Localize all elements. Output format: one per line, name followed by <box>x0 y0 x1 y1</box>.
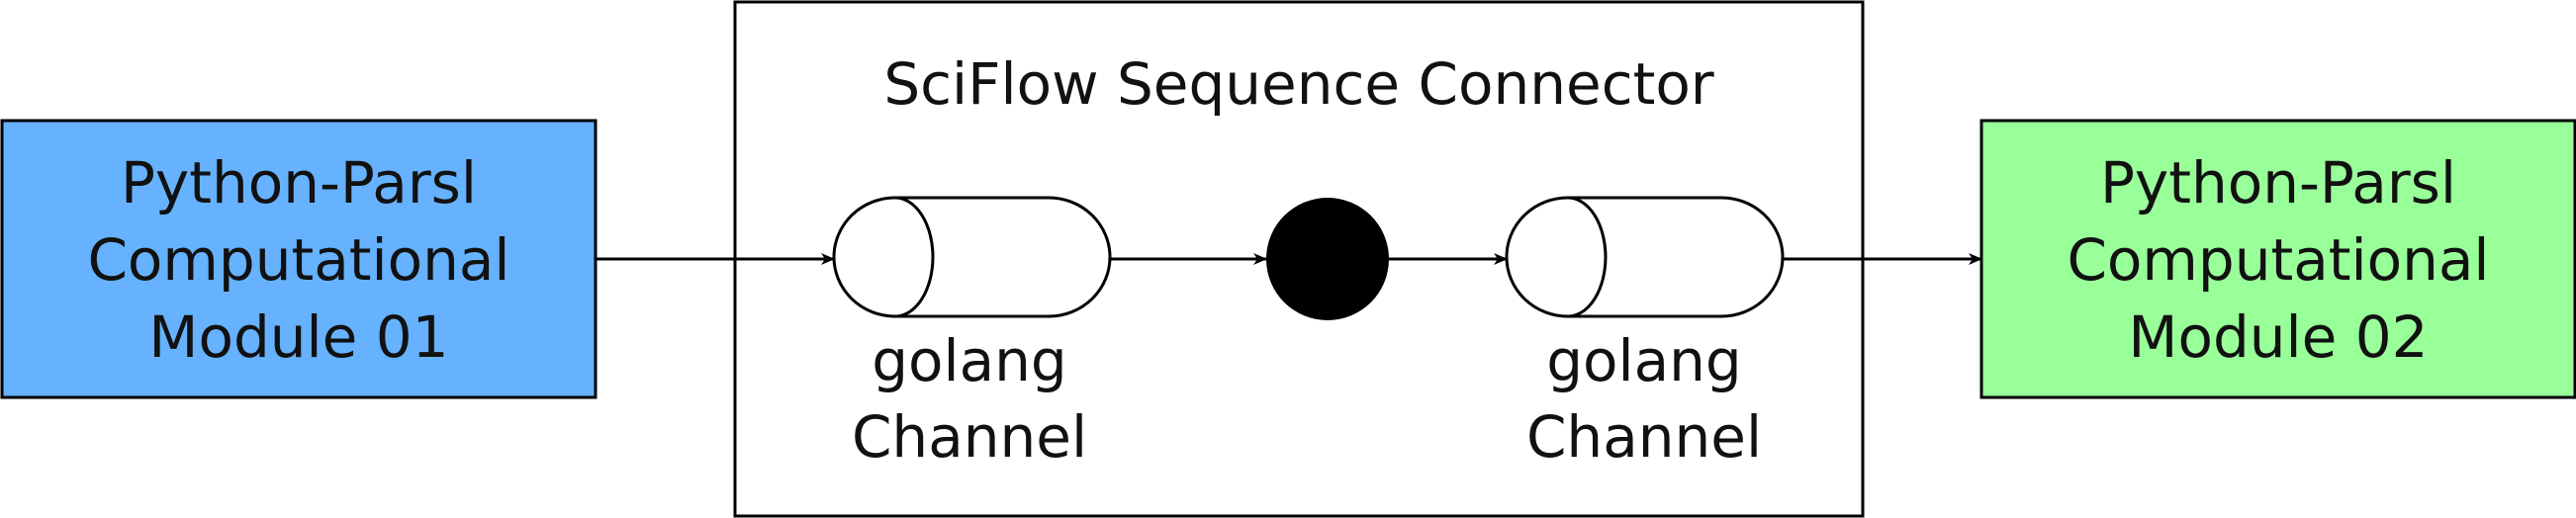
sequence-node <box>1266 198 1389 320</box>
module-02-line-2: Computational <box>2067 226 2489 294</box>
module-02-box <box>1979 119 2576 399</box>
channel-right-line-1: golang <box>1546 327 1742 394</box>
module-02-line-1: Python-Parsl <box>2100 149 2456 216</box>
channel-left-icon <box>832 196 1112 318</box>
channel-left-line-2: Channel <box>852 403 1087 471</box>
channel-left-line-1: golang <box>872 327 1067 394</box>
channel-right-line-2: Channel <box>1526 403 1762 471</box>
module-02-line-3: Module 02 <box>2128 303 2428 371</box>
channel-right-icon <box>1505 196 1785 318</box>
module-01-line-2: Computational <box>87 226 509 294</box>
module-01-box <box>0 119 598 399</box>
module-01-line-3: Module 01 <box>148 303 448 371</box>
connector-title: SciFlow Sequence Connector <box>883 50 1713 118</box>
module-01-line-1: Python-Parsl <box>121 149 477 216</box>
